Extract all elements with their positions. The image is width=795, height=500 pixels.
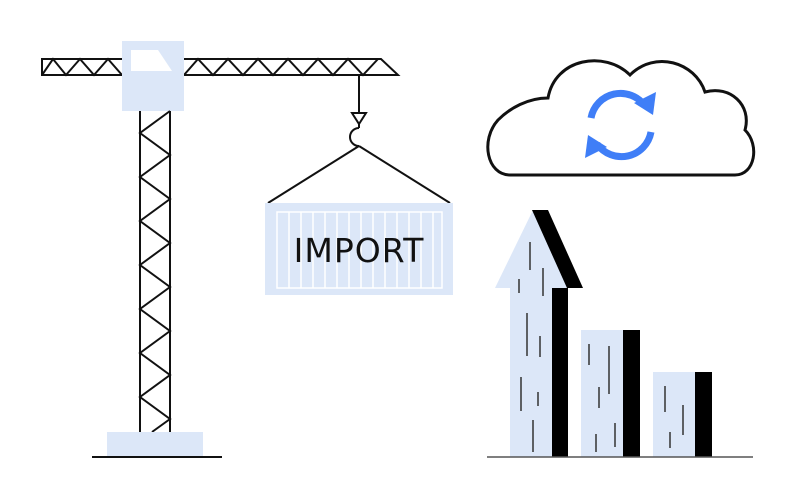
cloud-outline	[486, 59, 756, 177]
growth-buildings-icon	[487, 210, 753, 458]
cloud-sync-icon	[486, 59, 756, 177]
crane-jib	[41, 57, 401, 77]
arrow-building	[495, 210, 583, 457]
crane-icon: IMPORT	[41, 41, 453, 458]
container-label: IMPORT	[294, 231, 425, 270]
crane-cab	[122, 41, 184, 111]
crane-hook	[267, 75, 451, 204]
sync-icon	[587, 89, 655, 161]
building-window-lines	[518, 242, 684, 452]
crane-mast	[138, 110, 172, 433]
crane-base	[107, 432, 203, 456]
middle-building	[581, 330, 640, 457]
import-container: IMPORT	[265, 203, 453, 295]
small-building	[653, 372, 712, 457]
